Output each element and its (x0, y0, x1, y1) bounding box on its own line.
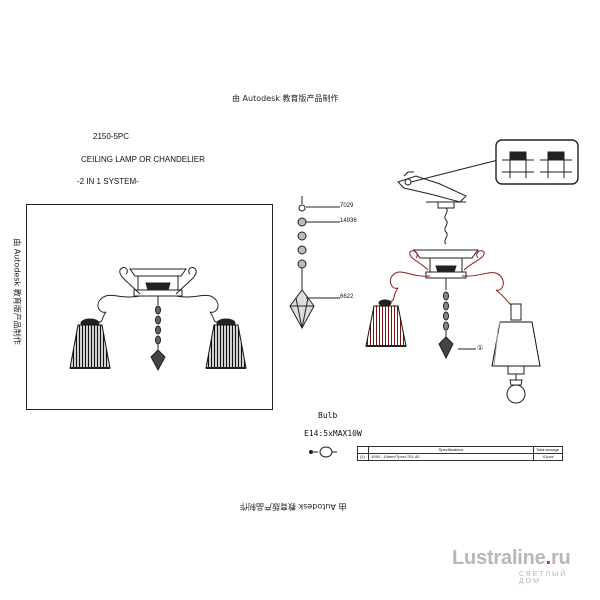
table-cell: 1050 - 14mm*7pcs+701-40 (368, 453, 534, 461)
table-cell: (1) (357, 453, 369, 461)
logo-text: Lustraline.ru (452, 547, 571, 569)
callout-1: ① (477, 345, 484, 352)
model-number: 2150-5PC (93, 132, 130, 141)
chandelier-drawing (365, 139, 579, 404)
system-label: -2 IN 1 SYSTEM- (77, 177, 139, 186)
bulb-graphic (309, 446, 337, 458)
table-header-row: Specifications Total storage (357, 446, 563, 454)
table-header-cell: Specifications (368, 446, 534, 454)
table-header-cell: Total storage (533, 446, 563, 454)
bulb-title: Bulb (318, 411, 338, 420)
watermark-top: 由 Autodesk 教育版产品制作 (232, 94, 339, 103)
part-label-6622: 6622 (340, 294, 354, 300)
part-label-7029: 7029 (340, 203, 354, 209)
table-header-cell (357, 446, 369, 454)
product-name: CEILING LAMP OR CHANDELIER (81, 155, 205, 164)
part-label-14936: 14936 (340, 218, 357, 224)
ceiling-lamp-drawing (69, 267, 247, 372)
spec-table: Specifications Total storage (1) 1050 - … (357, 446, 563, 461)
logo-subtitle: СВЕТЛЫЙ ДОМ (519, 571, 568, 585)
ceiling-lamp-frame (26, 204, 273, 410)
lustraline-logo: Lustraline.ru СВЕТЛЫЙ ДОМ (452, 547, 571, 585)
crystal-chain-detail (289, 196, 340, 330)
table-row: (1) 1050 - 14mm*7pcs+701-40 X1pcs (357, 453, 563, 461)
bulb-spec: E14:5xMAX10W (304, 429, 362, 438)
table-cell: X1pcs (533, 453, 563, 461)
